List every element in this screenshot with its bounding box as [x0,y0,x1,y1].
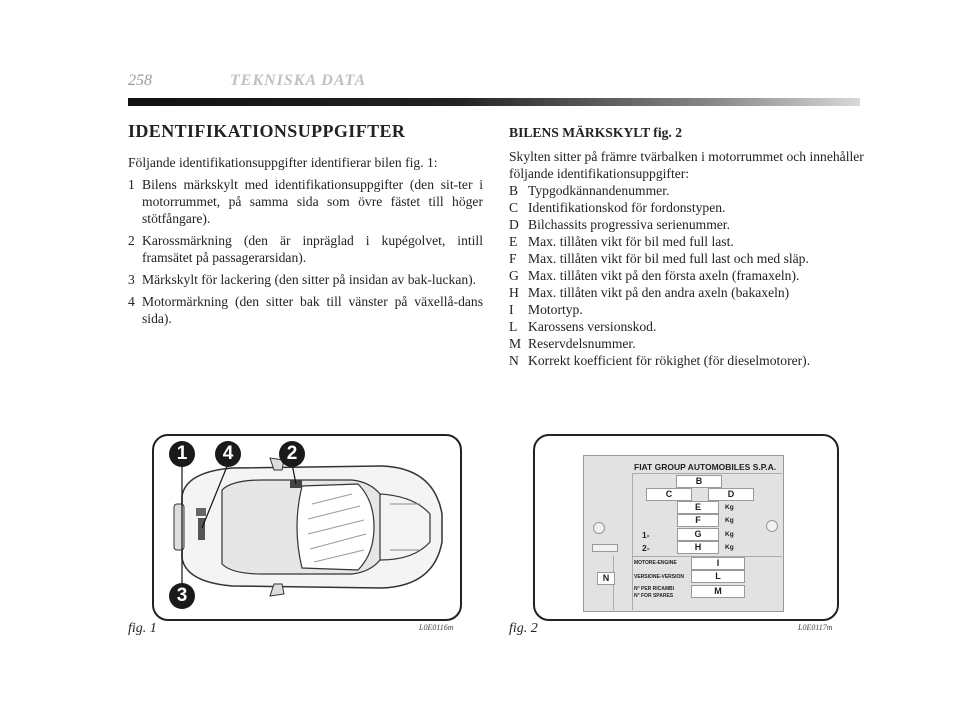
engine-label: MOTORE-ENGINE [634,560,677,566]
legend-item: I Motortyp. [509,301,864,318]
plate-cell-h: H [677,541,719,554]
legend-item: C Identifikationskod för fordonstypen. [509,199,864,216]
plate-cell-f: F [677,514,719,527]
car-top-view-illustration [173,457,443,597]
legend-item: F Max. tillåten vikt för bil med full las… [509,250,864,267]
legend-key: N [509,353,519,368]
plate-slot [592,544,618,552]
axle-1-label: 1- [642,530,650,540]
legend-text: Max. tillåten vikt för bil med full last… [528,234,734,249]
plate-divider [632,556,782,557]
page-number: 258 [128,72,152,89]
plate-cell-l: L [691,570,745,583]
intro-paragraph: Följande identifikationsuppgifter identi… [128,155,438,170]
fig2-code: L0E0117m [798,623,833,632]
mounting-hole-right [766,520,778,532]
legend-text: Max. tillåten vikt för bil med full last… [528,251,809,266]
legend-key: I [509,302,514,317]
item-number: 2 [128,233,135,248]
plate-cell-n: N [597,572,615,585]
legend-key: G [509,268,519,283]
item-text: Karossmärkning (den är inpräglad i kupég… [142,233,483,265]
legend-item: M Reservdelsnummer. [509,335,864,352]
spares-label-2: N° FOR SPARES [634,593,674,599]
plate-cell-c: C [646,488,692,501]
spares-label-1: N° PER RICAMBI [634,586,675,592]
plate-header: FIAT GROUP AUTOMOBILES S.P.A. [634,462,777,472]
section-heading: IDENTIFIKATIONSUPPGIFTER [128,121,406,141]
legend-key: F [509,251,517,266]
kg-label: Kg [725,517,734,524]
list-item: 3 Märkskylt för lackering (den sitter på… [128,271,483,288]
legend-item: E Max. tillåten vikt för bil med full las… [509,233,864,250]
callout-2: 2 [279,441,305,467]
right-column: BILENS MÄRKSKYLT fig. 2 Skylten sitter p… [509,124,864,369]
mounting-hole-left [593,522,605,534]
identification-plate: FIAT GROUP AUTOMOBILES S.P.A. B C D E F … [583,455,784,612]
kg-label: Kg [725,544,734,551]
left-column: IDENTIFIKATIONSUPPGIFTER Följande identi… [128,120,483,332]
legend-key: B [509,183,519,198]
plate-intro: Skylten sitter på främre tvärbalken i mo… [509,149,864,181]
callout-1: 1 [169,441,195,467]
legend-key: M [509,336,522,351]
list-item: 4 Motormärkning (den sitter bak till vän… [128,293,483,327]
fig1-caption: fig. 1 [128,621,157,636]
legend-item: N Korrekt koefficient för rökighet (för d… [509,352,864,369]
subsection-heading: BILENS MÄRKSKYLT fig. 2 [509,125,682,140]
fig2-caption: fig. 2 [509,621,538,636]
legend-text: Max. tillåten vikt på den första axeln (… [528,268,800,283]
legend-key: H [509,285,519,300]
legend-key: E [509,234,518,249]
axle-2-label: 2- [642,543,650,553]
fig1-code: L0E0116m [419,623,454,632]
item-text: Märkskylt för lackering (den sitter på i… [142,272,477,287]
kg-label: Kg [725,531,734,538]
legend-item: G Max. tillåten vikt på den första axeln … [509,267,864,284]
callout-3: 3 [169,583,195,609]
list-item: 1 Bilens märkskylt med identifikationsup… [128,176,483,227]
plate-cell-m: M [691,585,745,598]
legend-text: Typgodkännandenummer. [528,183,670,198]
section-title: TEKNISKA DATA [230,72,367,89]
legend-key: D [509,217,519,232]
legend-item: H Max. tillåten vikt på den andra axeln (… [509,284,864,301]
item-text: Motormärkning (den sitter bak till vänst… [142,294,483,326]
callout-4: 4 [215,441,241,467]
legend-text: Bilchassits progressiva serienummer. [528,217,730,232]
legend-text: Korrekt koefficient för rökighet (för di… [528,353,811,368]
item-number: 4 [128,294,135,309]
legend-item: L Karossens versionskod. [509,318,864,335]
item-text: Bilens märkskylt med identifikationsuppg… [142,177,483,226]
plate-divider [632,473,633,610]
item-number: 1 [128,177,135,192]
legend-key: C [509,200,519,215]
plate-cell-d: D [708,488,754,501]
plate-cell-i: I [691,557,745,570]
legend-item: D Bilchassits progressiva serienummer. [509,216,864,233]
legend-item: B Typgodkännandenummer. [509,182,864,199]
plate-cell-g: G [677,528,719,541]
legend-text: Karossens versionskod. [528,319,657,334]
kg-label: Kg [725,504,734,511]
version-label: VERSIONE-VERSION [634,574,685,580]
legend-text: Motortyp. [528,302,583,317]
legend-text: Identifikationskod för fordonstypen. [528,200,726,215]
legend-key: L [509,319,518,334]
plate-cell-e: E [677,501,719,514]
header-rule [128,98,860,106]
plate-divider [632,473,782,474]
legend-text: Max. tillåten vikt på den andra axeln (b… [528,285,790,300]
legend-text: Reservdelsnummer. [528,336,636,351]
plate-cell-b: B [676,475,722,488]
list-item: 2 Karossmärkning (den är inpräglad i kup… [128,232,483,266]
item-number: 3 [128,272,135,287]
